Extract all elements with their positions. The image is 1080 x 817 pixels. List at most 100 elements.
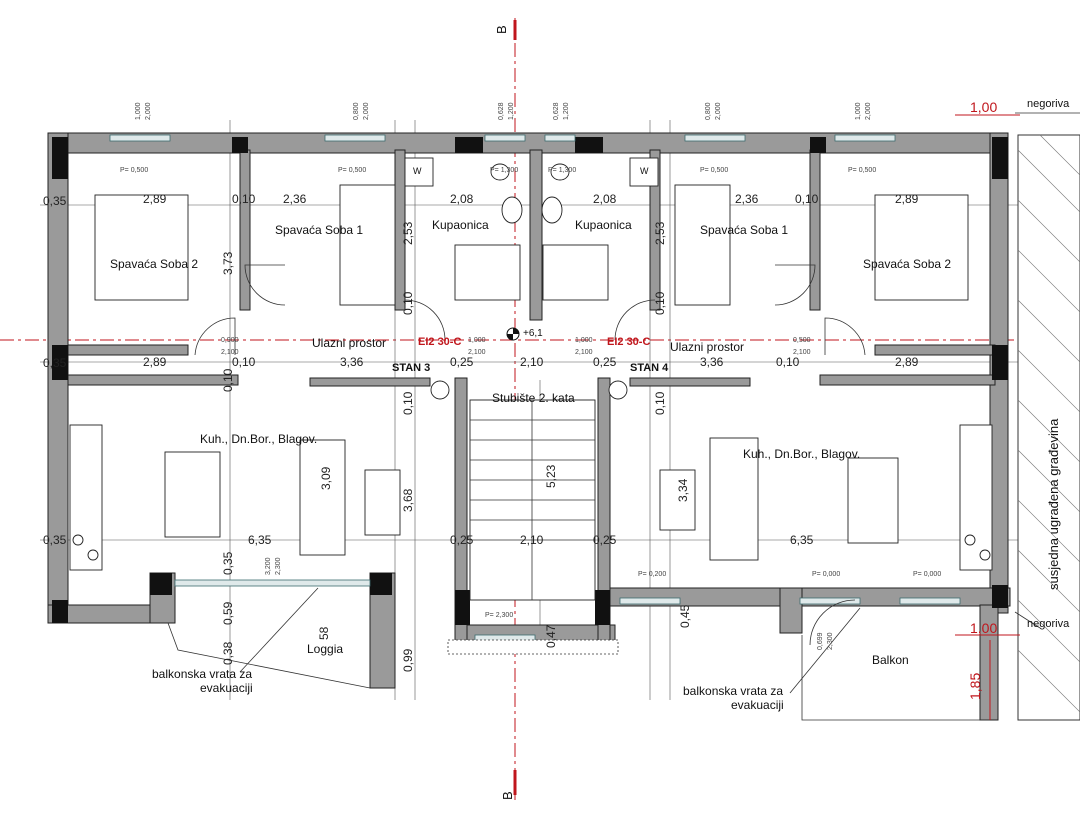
left-bedroom2-label: Spavaća Soba 2 <box>110 257 198 271</box>
walls <box>47 132 1011 721</box>
win-left-bath-h: 1,200 <box>508 102 515 120</box>
sill-right-bed1: P= 0,500 <box>700 167 728 174</box>
dim-wall-025-b: 0,25 <box>593 533 617 547</box>
dim-010-v-e: 0,10 <box>653 391 667 415</box>
door-stair-left-w: 1,000 <box>468 337 486 344</box>
loggia-label: Loggia <box>307 642 343 656</box>
dim-045: 0,45 <box>678 604 692 628</box>
right-unit-label: STAN 4 <box>630 362 669 374</box>
dim-wall-035-b: 0,35 <box>43 356 67 370</box>
left-unit-label: STAN 3 <box>392 362 430 374</box>
stair-label: Stubište 2. kata <box>492 391 575 405</box>
dim-wall-010-d: 0,10 <box>795 192 819 206</box>
dim-left-bath-w: 2,08 <box>450 192 474 206</box>
win-right-bed2-h: 2,000 <box>865 102 872 120</box>
door-left-ent-w: 0,900 <box>221 337 239 344</box>
dim-right-ent-w: 3,36 <box>700 355 724 369</box>
evac-note-left-2: evakuaciji <box>200 681 253 695</box>
neighbor-building-hatch <box>1017 134 1080 721</box>
dim-58: 58 <box>317 626 331 640</box>
dim-368: 3,68 <box>401 488 415 512</box>
dim-wall-035-c: 0,35 <box>43 533 67 547</box>
dim-100-top: 1,00 <box>970 99 997 115</box>
door-right-ent-w: 0,500 <box>793 337 811 344</box>
dim-253-left: 2,53 <box>401 221 415 245</box>
dim-right-bed1-w: 2,36 <box>735 192 759 206</box>
dim-010-v-a: 0,10 <box>221 368 235 392</box>
dim-wall-025-c: 0,25 <box>450 355 474 369</box>
right-bathroom-label: Kupaonica <box>575 218 632 232</box>
door-stair-right-h: 2,100 <box>575 349 593 356</box>
section-mark-bottom: B <box>500 791 515 800</box>
sill-left-bath: P= 1,300 <box>490 167 518 174</box>
sill-balcony-win: P= 0,000 <box>913 571 941 578</box>
win-right-bed1-w: 0,800 <box>705 102 712 120</box>
win-left-bath-w: 0,628 <box>498 102 505 120</box>
dim-010-v-b: 0,10 <box>401 291 415 315</box>
left-bedroom1-label: Spavaća Soba 1 <box>275 223 363 237</box>
dim-035-v: 0,35 <box>221 551 235 575</box>
level-marker-icon <box>506 327 520 341</box>
door-balcony-h: 2,300 <box>827 632 834 650</box>
doors <box>194 264 866 646</box>
win-left-bed2-w: 1,000 <box>135 102 142 120</box>
dim-wall-035-a: 0,35 <box>43 194 67 208</box>
dim-059: 0,59 <box>221 601 235 625</box>
sill-balcony-door: P= 0,000 <box>812 571 840 578</box>
fire-door-right-label: EI2 30-C <box>607 336 650 348</box>
dim-010-v-d: 0,10 <box>401 391 415 415</box>
dim-185: 1,85 <box>967 673 983 700</box>
win-right-bath-w: 0,628 <box>553 102 560 120</box>
win-loggia-h: 2,300 <box>275 557 282 575</box>
dim-334: 3,34 <box>676 478 690 502</box>
win-loggia-w: 3,200 <box>265 557 272 575</box>
negoriva-bottom: negoriva <box>1027 618 1070 630</box>
dim-wall-025-a: 0,25 <box>450 533 474 547</box>
dim-010-v-c: 0,10 <box>653 291 667 315</box>
dim-100-bottom: 1,00 <box>970 620 997 636</box>
win-right-bed2-w: 1,000 <box>855 102 862 120</box>
right-bedroom2-label: Spavaća Soba 2 <box>863 257 951 271</box>
furniture <box>69 157 993 601</box>
washer-right: W <box>640 166 649 176</box>
dim-309: 3,09 <box>319 466 333 490</box>
dim-stair-w2: 2,10 <box>520 533 544 547</box>
dim-right-kitchen-w: 6,35 <box>790 533 814 547</box>
balconies <box>167 622 990 721</box>
left-bathroom-label: Kupaonica <box>432 218 489 232</box>
dim-right-bed2-w: 2,89 <box>895 192 919 206</box>
dim-523: 5,23 <box>544 464 558 488</box>
level-label: +6,1 <box>523 328 543 339</box>
dim-wall-010-c: 0,10 <box>232 192 256 206</box>
dim-right-liv-w: 2,89 <box>895 355 919 369</box>
win-left-bed1-w: 0,800 <box>353 102 360 120</box>
win-left-bed1-h: 2,000 <box>363 102 370 120</box>
evac-note-right-1: balkonska vrata za <box>683 684 783 698</box>
dim-wall-025-d: 0,25 <box>593 355 617 369</box>
win-right-bed1-h: 2,000 <box>715 102 722 120</box>
right-bedroom1-label: Spavaća Soba 1 <box>700 223 788 237</box>
dim-left-ent-w: 3,36 <box>340 355 364 369</box>
dim-253-right: 2,53 <box>653 221 667 245</box>
door-left-ent-h: 2,100 <box>221 349 239 356</box>
dim-047: 0,47 <box>544 624 558 648</box>
dim-038: 0,38 <box>221 641 235 665</box>
door-right-ent-h: 2,100 <box>793 349 811 356</box>
fire-door-left-label: EI2 30-C <box>418 336 461 348</box>
dim-wall-010-b: 0,10 <box>776 355 800 369</box>
evac-leader-right <box>789 607 861 694</box>
dim-373: 3,73 <box>221 251 235 275</box>
sill-right-bath: P= 1,300 <box>548 167 576 174</box>
negoriva-leader-bottom <box>1014 611 1041 629</box>
evac-leader-left <box>239 587 319 673</box>
evac-note-right-2: evakuaciji <box>731 698 784 712</box>
washer-left: W <box>413 166 422 176</box>
dim-099: 0,99 <box>401 648 415 672</box>
dim-right-bath-w: 2,08 <box>593 192 617 206</box>
win-left-bed2-h: 2,000 <box>145 102 152 120</box>
red-dimensions <box>955 114 1020 720</box>
dim-left-liv-w: 2,89 <box>143 355 167 369</box>
neighbor-building-label: susjedna ugrađena građevina <box>1046 418 1061 590</box>
dim-left-bed1-w: 2,36 <box>283 192 307 206</box>
